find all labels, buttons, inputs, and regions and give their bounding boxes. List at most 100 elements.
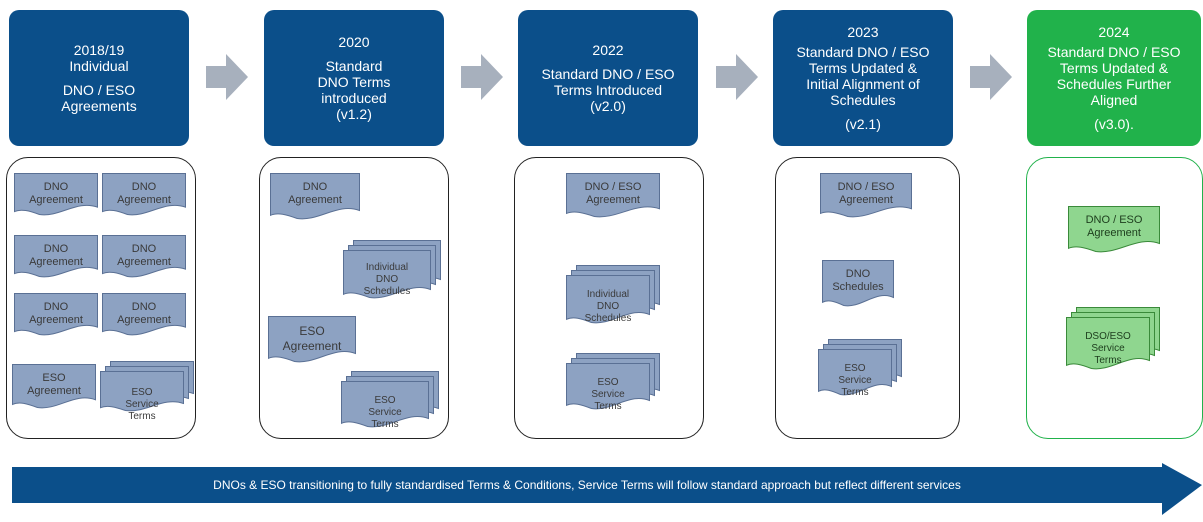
stage-line: Schedules <box>830 92 896 108</box>
doc-label: Service <box>838 375 872 386</box>
stage-line: DNO / ESO <box>62 82 136 98</box>
document-page <box>341 381 429 428</box>
document-icon <box>1068 206 1160 253</box>
stage-line: Individual <box>69 58 129 74</box>
stage-line: (v2.1) <box>845 116 881 132</box>
doc-label: ESO <box>374 395 396 406</box>
stage-line: 2024 <box>1098 24 1130 40</box>
stage-header-2024: 2024 Standard DNO / ESO Terms Updated & … <box>1027 10 1201 146</box>
document-icon <box>822 260 894 307</box>
document-page <box>100 371 184 412</box>
doc-label: Service <box>591 389 625 400</box>
document-icon <box>818 339 902 396</box>
panel-2024 <box>1026 157 1203 439</box>
stage-line: DNO Terms <box>317 74 391 90</box>
stage-header-2018: 2018/19 Individual DNO / ESO Agreements <box>9 10 189 146</box>
document-icon <box>343 240 441 299</box>
document-icon <box>14 173 98 216</box>
document-icon <box>566 173 660 218</box>
doc-label: Schedules <box>832 281 884 293</box>
document-icon <box>14 235 98 278</box>
stage-line: 2018/19 <box>73 42 125 58</box>
doc-label: DNO <box>131 181 157 193</box>
doc-label: Individual <box>586 289 630 300</box>
stage-line: 2023 <box>847 24 879 40</box>
doc-label: Agreement <box>839 194 893 206</box>
document-icon <box>566 353 660 410</box>
doc-label: Service <box>1091 343 1125 354</box>
doc-label: Terms <box>128 411 156 422</box>
stage-line: (v3.0). <box>1094 116 1134 132</box>
stage-line: (v2.0) <box>590 98 626 114</box>
stage-line: Standard <box>325 58 383 74</box>
doc-label: DNO <box>43 181 69 193</box>
document-icon <box>102 235 186 278</box>
doc-label: Agreement <box>117 256 171 268</box>
stage-line: 2022 <box>592 42 624 58</box>
stage-header-2022: 2022 Standard DNO / ESO Terms Introduced… <box>518 10 698 146</box>
doc-label: DNO <box>131 301 157 313</box>
doc-label: DNO / ESO <box>837 181 895 193</box>
doc-label: Agreement <box>27 385 81 397</box>
doc-label: DNO <box>375 274 399 285</box>
transition-banner: DNOs & ESO transitioning to fully standa… <box>12 463 1202 521</box>
doc-label: ESO <box>131 387 153 398</box>
doc-label: Agreement <box>117 194 171 206</box>
step-arrow-icon <box>461 54 503 100</box>
document-page <box>14 293 98 336</box>
doc-label: DSO/ESO <box>1085 331 1131 342</box>
document-page <box>343 250 431 299</box>
document-page <box>102 293 186 336</box>
doc-label: DNO / ESO <box>584 181 642 193</box>
document-page <box>270 173 360 220</box>
doc-label: DNO <box>43 243 69 255</box>
doc-label: Service <box>368 407 402 418</box>
stage-line: Terms Introduced <box>553 82 663 98</box>
document-page <box>820 173 912 218</box>
doc-label: Terms <box>594 401 622 412</box>
stage-line: introduced <box>321 90 387 106</box>
document-page <box>14 235 98 278</box>
document-page <box>14 173 98 216</box>
doc-label: DNO <box>43 301 69 313</box>
doc-label: Agreement <box>29 314 83 326</box>
document-icon <box>820 173 912 218</box>
stage-line: Schedules Further <box>1056 76 1172 92</box>
doc-label: Agreement <box>586 194 640 206</box>
stage-line: 2020 <box>338 34 370 50</box>
stage-header-2020: 2020 Standard DNO Terms introduced (v1.2… <box>264 10 444 146</box>
doc-label: DNO <box>596 301 620 312</box>
document-icon <box>341 371 439 428</box>
document-page <box>102 235 186 278</box>
stage-header-2023: 2023 Standard DNO / ESO Terms Updated & … <box>773 10 953 146</box>
doc-label: Agreement <box>29 256 83 268</box>
step-arrow-icon <box>970 54 1012 100</box>
document-icon <box>268 316 356 363</box>
document-icon <box>102 293 186 336</box>
document-icon <box>1066 307 1160 370</box>
banner-text: DNOs & ESO transitioning to fully standa… <box>213 478 961 492</box>
doc-label: Terms <box>371 419 399 430</box>
doc-label: DNO <box>302 181 328 193</box>
doc-label: ESO <box>299 324 325 338</box>
document-icon <box>566 265 660 324</box>
document-page <box>1066 317 1150 370</box>
banner-arrow-icon <box>12 463 1202 515</box>
stage-line: Agreements <box>61 98 137 114</box>
doc-label: Service <box>125 399 159 410</box>
